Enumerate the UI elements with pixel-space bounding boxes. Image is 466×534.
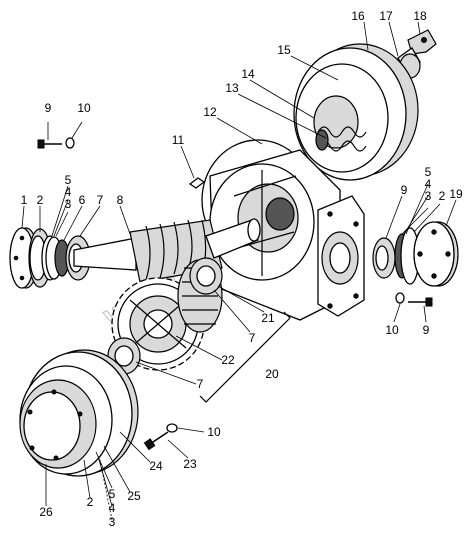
callout-2-bottom: 2 <box>87 495 94 509</box>
washer-10-right <box>395 292 405 304</box>
callout-9-right: 9 <box>423 323 430 337</box>
callout-16: 16 <box>351 9 365 23</box>
leader-lines <box>21 21 457 521</box>
bolt-9-left <box>37 139 62 149</box>
housing-12 <box>201 139 365 321</box>
callout-13: 13 <box>225 81 239 95</box>
callout-labels: 16 17 18 15 14 13 12 11 9 10 5 4 3 1 2 6… <box>21 9 463 529</box>
callout-10-bottom: 10 <box>207 425 221 439</box>
bolt-9-right <box>408 297 433 307</box>
callout-1: 1 <box>21 193 28 207</box>
callout-5-left: 5 <box>65 173 72 187</box>
callout-22: 22 <box>221 353 235 367</box>
callout-21: 21 <box>261 311 275 325</box>
callout-24: 24 <box>149 459 163 473</box>
callout-4-left: 4 <box>65 185 72 199</box>
callout-14: 14 <box>241 67 255 81</box>
callout-3-bottom: 3 <box>109 515 116 529</box>
callout-2-left: 2 <box>37 193 44 207</box>
callout-26: 26 <box>39 505 53 519</box>
callout-4-right: 4 <box>425 177 432 191</box>
callout-4-bottom: 4 <box>109 501 116 515</box>
callout-10-left: 10 <box>77 101 91 115</box>
callout-5-right: 5 <box>425 165 432 179</box>
drum-15 <box>293 43 419 181</box>
spring-13 <box>315 126 367 152</box>
group-bracket-20 <box>199 311 291 403</box>
callout-25: 25 <box>127 489 141 503</box>
callout-18: 18 <box>413 9 427 23</box>
cap-26 <box>19 379 97 469</box>
bolt-23 <box>143 431 169 451</box>
callout-9-right-top: 9 <box>401 183 408 197</box>
callout-9-left: 9 <box>45 101 52 115</box>
shims-right <box>394 227 420 285</box>
callout-7-left: 7 <box>97 193 104 207</box>
callout-15: 15 <box>277 43 291 57</box>
callout-11: 11 <box>172 133 185 147</box>
callout-2-right: 2 <box>439 189 446 203</box>
callout-8: 8 <box>117 193 124 207</box>
callout-10-right: 10 <box>385 323 399 337</box>
callout-12: 12 <box>203 105 217 119</box>
callout-17: 17 <box>379 9 393 23</box>
callout-20: 20 <box>265 367 279 381</box>
bearing-right <box>372 237 396 279</box>
callout-3-left: 3 <box>65 197 72 211</box>
cover-19 <box>413 221 459 287</box>
callout-7-mid: 7 <box>249 331 256 345</box>
washer-10-bottom <box>166 423 178 433</box>
callout-19: 19 <box>449 187 463 201</box>
pin-11 <box>188 177 206 189</box>
bearing-7-upper <box>189 257 223 295</box>
callout-23: 23 <box>183 457 197 471</box>
washer-10-left <box>65 137 75 149</box>
callout-7-lower: 7 <box>197 377 204 391</box>
callout-3-right: 3 <box>425 189 432 203</box>
callout-6: 6 <box>79 193 86 207</box>
callout-5-bottom: 5 <box>109 487 116 501</box>
